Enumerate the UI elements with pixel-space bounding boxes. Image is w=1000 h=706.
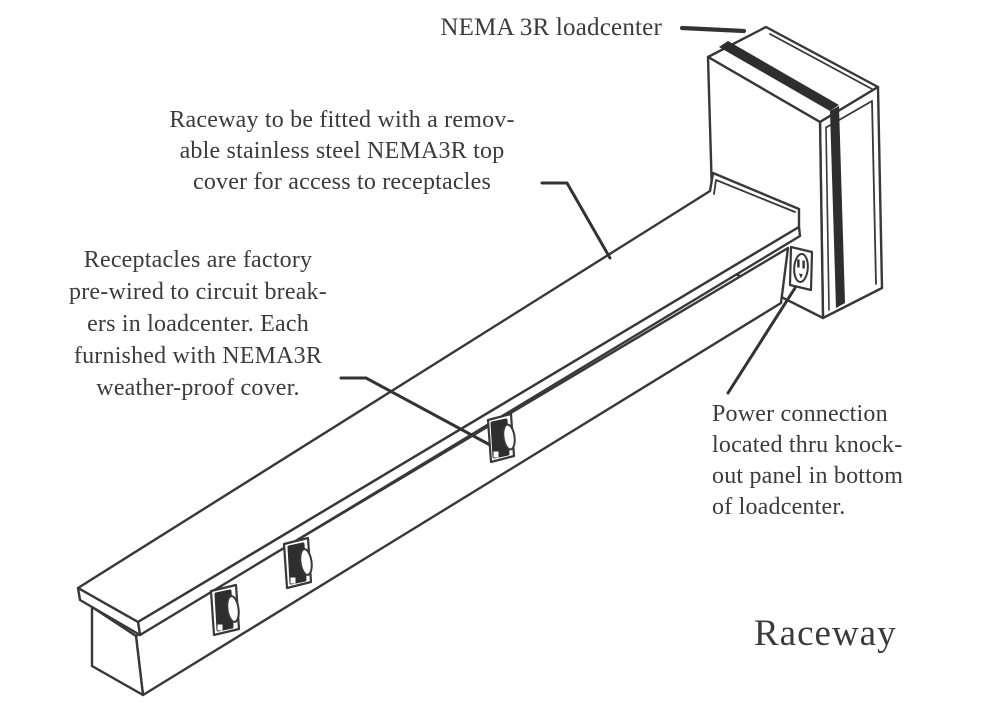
annotation-line: furnished with NEMA3R: [73, 343, 323, 369]
loadcenter-corner-inset-line: [825, 126, 830, 311]
raceway-label: Raceway: [754, 613, 897, 654]
annotation-line: out panel in bottom: [712, 463, 904, 489]
receptacle-flip-lid: [226, 595, 240, 623]
annotation-line: Raceway to be fitted with a remov-: [169, 107, 515, 133]
power-connection-annotation: Power connection located thru knock- out…: [712, 399, 972, 523]
annotation-line: of loadcenter.: [712, 494, 846, 520]
receptacle-cover-3: [486, 412, 516, 464]
power-outlet: [788, 245, 814, 292]
outlet-slot-right: [802, 260, 805, 269]
annotation-line: located thru knock-: [712, 432, 903, 458]
annotation-line: pre-wired to circuit break-: [69, 279, 327, 305]
leader-loadcenter: [679, 25, 747, 34]
loadcenter-front-stripe: [830, 106, 845, 308]
annotation-line: Receptacles are factory: [83, 247, 313, 273]
raceway-flange-inner-line: [713, 179, 796, 213]
annotation-line: able stainless steel NEMA3R top: [179, 138, 505, 164]
leader-lines: [339, 25, 797, 448]
top-cover-annotation: Raceway to be fitted with a remov- able …: [100, 105, 584, 198]
raceway-cover-lip-left: [76, 586, 142, 637]
receptacle-latch-notch: [290, 577, 296, 584]
receptacle-flip-lid: [299, 548, 313, 576]
loadcenter-top-stripe: [719, 41, 839, 111]
annotation-line: Power connection: [712, 401, 888, 427]
loadcenter-top-inset-line: [769, 33, 873, 90]
annotation-line: cover for access to receptacles: [192, 169, 492, 195]
loadcenter-door-inset-line: [826, 100, 877, 285]
loadcenter-label: NEMA 3R loadcenter: [440, 14, 662, 41]
leader-receptacles: [339, 376, 494, 448]
annotation-line: ers in loadcenter. Each: [87, 311, 309, 337]
annotation-line: weather-proof cover.: [96, 375, 300, 401]
receptacle-latch-notch: [493, 451, 499, 458]
outlet-slot-left: [797, 259, 800, 268]
receptacle-flip-lid: [502, 423, 516, 451]
receptacle-cover-1: [209, 583, 241, 637]
raceway-body-end-face: [90, 605, 145, 697]
receptacles-annotation: Receptacles are factory pre-wired to cir…: [2, 244, 394, 404]
receptacle-cover-2: [282, 536, 313, 590]
leader-top-cover: [540, 181, 612, 260]
outlet-ground-hole: [799, 273, 803, 279]
receptacle-latch-notch: [217, 624, 223, 631]
leader-power-connection: [726, 286, 797, 395]
